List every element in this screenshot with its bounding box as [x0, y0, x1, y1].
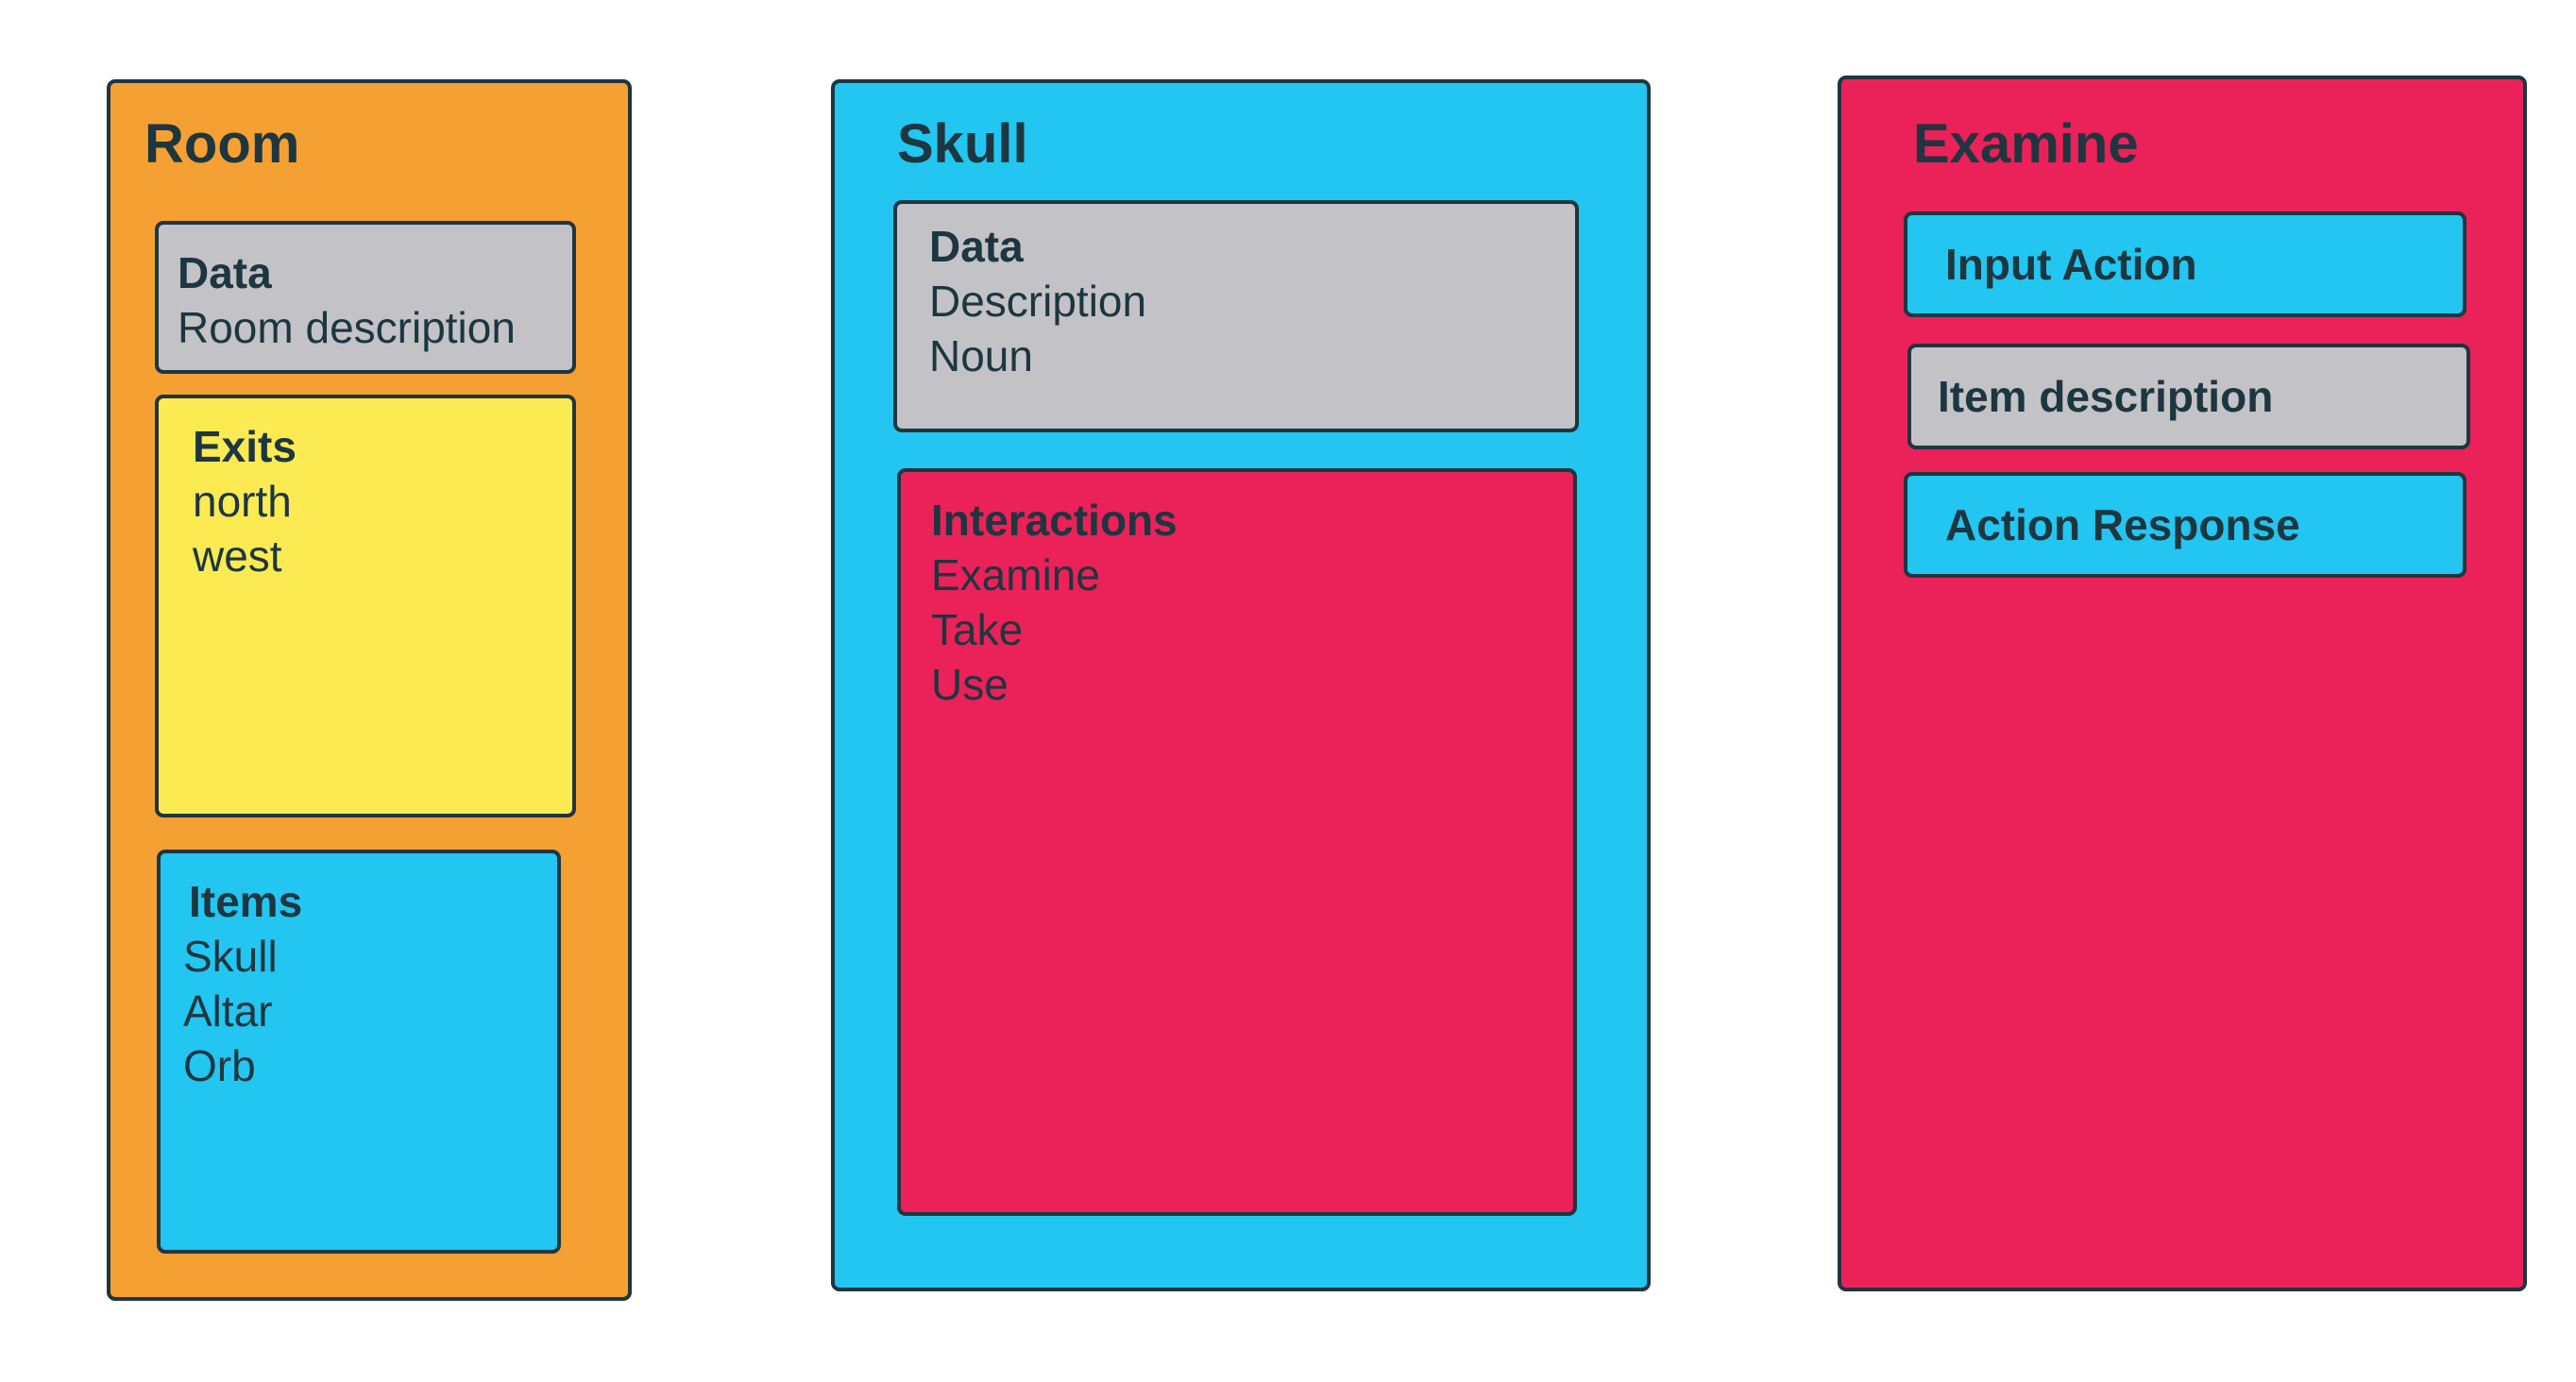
item-description-box: Item description: [1907, 344, 2470, 449]
skull-data-line: Description: [929, 277, 1147, 326]
input-action-box: Input Action: [1904, 211, 2466, 317]
skull-data-line: Noun: [929, 331, 1033, 380]
room-items-box: Items Skull Altar Orb: [157, 850, 561, 1254]
room-data-box: Data Room description: [155, 221, 576, 374]
room-data-line: Room description: [178, 303, 516, 352]
exit-item: north: [193, 477, 292, 526]
room-item: Altar: [183, 986, 273, 1036]
examine-title: Examine: [1913, 113, 2139, 175]
skull-data-box: Data Description Noun: [893, 200, 1579, 432]
room-title: Room: [144, 113, 300, 175]
action-response-box: Action Response: [1904, 472, 2466, 578]
interaction-item: Take: [931, 605, 1024, 654]
room-items-title: Items: [189, 877, 303, 926]
interaction-item: Use: [931, 660, 1008, 709]
skull-data-title: Data: [929, 222, 1024, 271]
skull-title: Skull: [897, 113, 1028, 175]
exit-item: west: [193, 531, 282, 581]
room-exits-box: Exits north west: [155, 395, 576, 817]
skull-interactions-title: Interactions: [931, 496, 1178, 545]
room-item: Skull: [183, 932, 278, 981]
interaction-item: Examine: [931, 550, 1100, 599]
skull-interactions-box: Interactions Examine Take Use: [897, 468, 1577, 1216]
room-data-title: Data: [178, 248, 272, 297]
room-exits-title: Exits: [193, 422, 297, 471]
room-item: Orb: [183, 1041, 256, 1090]
